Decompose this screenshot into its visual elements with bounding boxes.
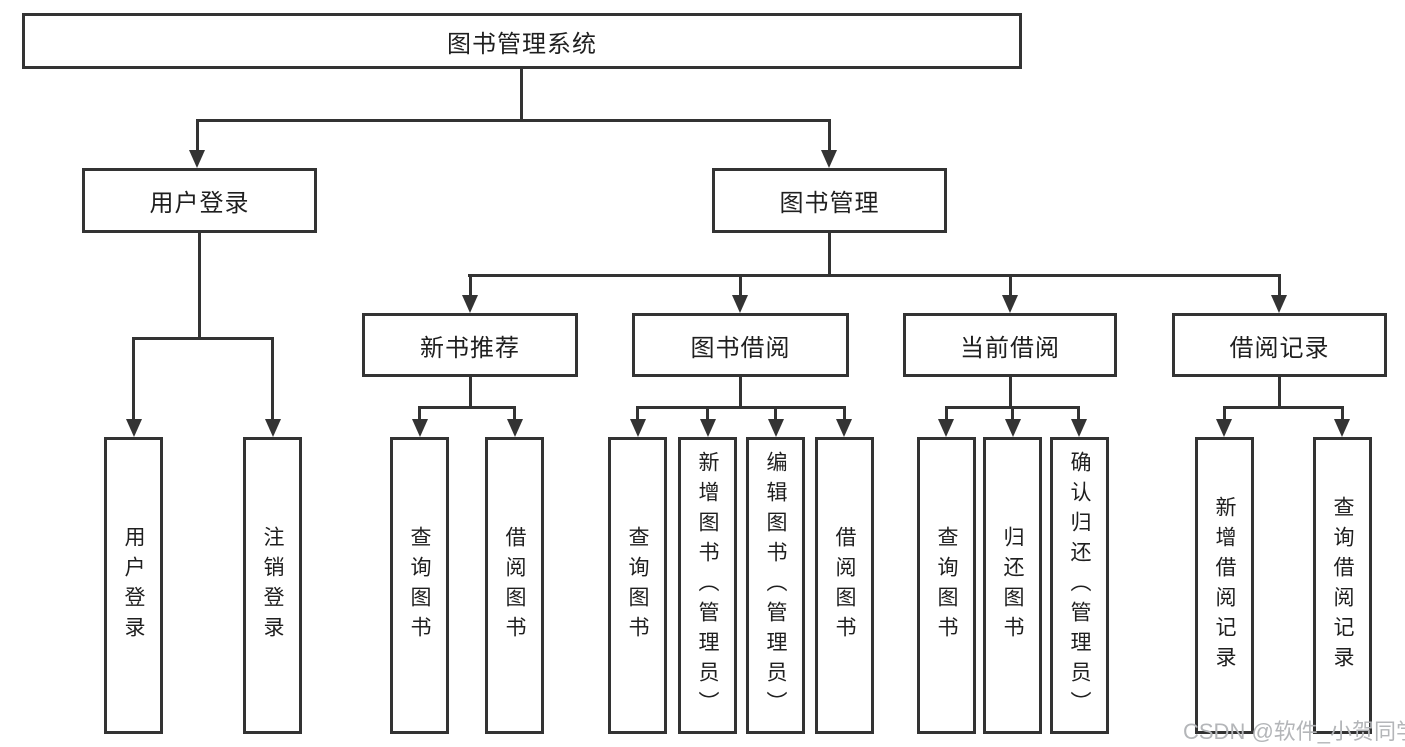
connector-line [1077, 406, 1080, 420]
connector-line [1341, 406, 1344, 420]
connector-line [132, 337, 274, 340]
arrow-down-icon [1002, 295, 1018, 313]
node-library-management-system: 图书管理系统 [22, 13, 1022, 69]
connector-line [945, 406, 948, 420]
arrow-down-icon [1005, 419, 1021, 437]
arrow-down-icon [462, 295, 478, 313]
leaf-rec-borrow-books: 借阅图书 [485, 437, 544, 734]
connector-line [1009, 274, 1012, 296]
node-current-borrowing: 当前借阅 [903, 313, 1117, 377]
connector-line [469, 274, 472, 296]
leaf-borrow-add-books-admin: 新增图书（管理员） [678, 437, 737, 734]
leaf-current-confirm-return-admin: 确认归还（管理员） [1050, 437, 1109, 734]
leaf-label: 查询借阅记录 [1331, 495, 1354, 676]
connector-line [636, 406, 846, 409]
connector-line [1223, 406, 1226, 420]
connector-line [828, 233, 831, 274]
connector-line [418, 406, 516, 409]
leaf-label: 归还图书 [1001, 525, 1024, 646]
leaf-label: 编辑图书（管理员） [764, 450, 787, 721]
arrow-down-icon [1271, 295, 1287, 313]
connector-line [1278, 274, 1281, 296]
node-borrowing-records: 借阅记录 [1172, 313, 1387, 377]
connector-line [469, 377, 472, 406]
leaf-label: 查询图书 [408, 525, 431, 646]
arrow-down-icon [700, 419, 716, 437]
node-book-borrowing: 图书借阅 [632, 313, 849, 377]
leaf-borrow-borrow-books: 借阅图书 [815, 437, 874, 734]
connector-line [271, 337, 274, 420]
leaf-label: 用户登录 [122, 525, 145, 646]
arrow-down-icon [412, 419, 428, 437]
arrow-down-icon [836, 419, 852, 437]
leaf-label: 借阅图书 [503, 525, 526, 646]
leaf-label: 查询图书 [935, 525, 958, 646]
arrow-down-icon [1071, 419, 1087, 437]
leaf-records-add-record: 新增借阅记录 [1195, 437, 1254, 734]
leaf-rec-query-books: 查询图书 [390, 437, 449, 734]
connector-line [828, 119, 831, 150]
node-book-management: 图书管理 [712, 168, 947, 233]
connector-line [774, 406, 777, 420]
connector-line [1223, 406, 1344, 409]
leaf-current-return-books: 归还图书 [983, 437, 1042, 734]
connector-line [132, 337, 135, 420]
leaf-label: 新增借阅记录 [1213, 495, 1236, 676]
leaf-user-login: 用户登录 [104, 437, 163, 734]
node-new-book-recommendation: 新书推荐 [362, 313, 578, 377]
connector-line [197, 119, 831, 122]
connector-line [1278, 377, 1281, 406]
arrow-down-icon [126, 419, 142, 437]
connector-line [636, 406, 639, 420]
connector-line [843, 406, 846, 420]
connector-line [468, 274, 1281, 277]
connector-line [520, 69, 523, 119]
arrow-down-icon [1334, 419, 1350, 437]
arrow-down-icon [265, 419, 281, 437]
leaf-borrow-edit-books-admin: 编辑图书（管理员） [746, 437, 805, 734]
connector-line [706, 406, 709, 420]
leaf-label: 借阅图书 [833, 525, 856, 646]
connector-line [198, 233, 201, 337]
arrow-down-icon [732, 295, 748, 313]
connector-line [1009, 377, 1012, 406]
arrow-down-icon [821, 150, 837, 168]
connector-line [739, 377, 742, 406]
arrow-down-icon [1216, 419, 1232, 437]
arrow-down-icon [189, 150, 205, 168]
leaf-label: 确认归还（管理员） [1068, 450, 1091, 721]
connector-line [513, 406, 516, 420]
leaf-records-query-record: 查询借阅记录 [1313, 437, 1372, 734]
leaf-label: 注销登录 [261, 525, 284, 646]
arrow-down-icon [630, 419, 646, 437]
leaf-label: 查询图书 [626, 525, 649, 646]
arrow-down-icon [507, 419, 523, 437]
connector-line [739, 274, 742, 296]
leaf-current-query-books: 查询图书 [917, 437, 976, 734]
connector-line [418, 406, 421, 420]
arrow-down-icon [938, 419, 954, 437]
connector-line [1011, 406, 1014, 420]
arrow-down-icon [768, 419, 784, 437]
leaf-logout: 注销登录 [243, 437, 302, 734]
leaf-borrow-query-books: 查询图书 [608, 437, 667, 734]
watermark-text: CSDN @软件_小贺同学 [1183, 719, 1405, 744]
connector-line [196, 119, 199, 150]
node-user-login: 用户登录 [82, 168, 317, 233]
leaf-label: 新增图书（管理员） [696, 450, 719, 721]
